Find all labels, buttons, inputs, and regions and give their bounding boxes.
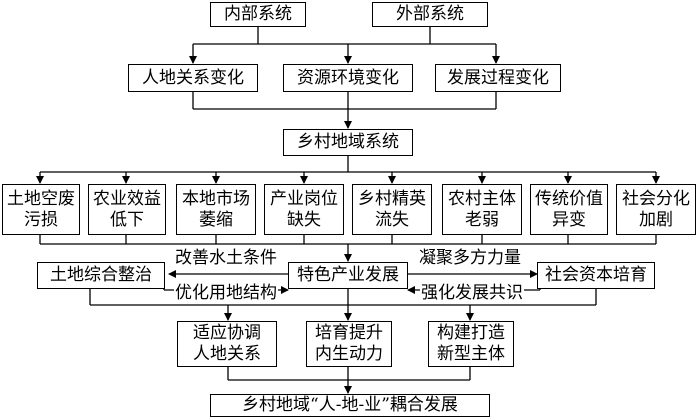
- problem-social-line2: 加剧: [639, 209, 673, 230]
- social-capital-box: 社会资本培育: [537, 262, 655, 289]
- problem-jobs-line1: 产业岗位: [270, 188, 338, 209]
- outcome-box-adapt: 适应协调人地关系: [177, 321, 277, 367]
- outcome-box-cultivate: 培育提升内生动力: [306, 321, 392, 367]
- resource-env-change-label: 资源环境变化: [297, 67, 399, 88]
- characteristic-industry-box: 特色产业发展: [288, 262, 408, 289]
- problem-agriculture-line2: 低下: [110, 209, 144, 230]
- problem-box-jobs: 产业岗位缺失: [264, 184, 344, 235]
- label-optimize-land: 优化用地结构: [174, 283, 278, 303]
- resource-env-change-box: 资源环境变化: [283, 64, 413, 92]
- label-gather-forces: 凝聚多方力量: [418, 248, 522, 268]
- problem-box-land: 土地空废污损: [2, 184, 80, 235]
- internal-system-label: 内部系统: [224, 4, 292, 24]
- human-land-change-box: 人地关系变化: [128, 64, 258, 92]
- problem-jobs-line2: 缺失: [287, 209, 321, 230]
- problem-box-market: 本地市场萎缩: [176, 184, 256, 235]
- problem-social-line1: 社会分化: [622, 188, 690, 209]
- internal-system-box: 内部系统: [210, 2, 306, 27]
- problem-agriculture-line1: 农业效益: [93, 188, 161, 209]
- external-system-label: 外部系统: [396, 4, 464, 24]
- land-consolidation-label: 土地综合整治: [50, 265, 152, 285]
- outcome-box-construct: 构建打造新型主体: [428, 321, 514, 367]
- problem-values-line1: 传统价值: [535, 188, 603, 209]
- problem-land-line2: 污损: [24, 209, 58, 230]
- external-system-box: 外部系统: [372, 2, 488, 27]
- problem-box-subject: 农村主体老弱: [442, 184, 522, 235]
- outcome-cultivate-line2: 内生动力: [315, 344, 383, 364]
- problem-elite-line2: 流失: [375, 209, 409, 230]
- problem-box-social: 社会分化加剧: [616, 184, 696, 235]
- rural-system-box: 乡村地域系统: [283, 129, 413, 156]
- problem-elite-line1: 乡村精英: [358, 188, 426, 209]
- label-strengthen-consensus: 强化发展共识: [420, 283, 524, 303]
- characteristic-industry-label: 特色产业发展: [297, 265, 399, 285]
- outcome-adapt-line1: 适应协调: [193, 323, 261, 343]
- outcome-construct-line1: 构建打造: [437, 323, 505, 343]
- outcome-construct-line2: 新型主体: [437, 344, 505, 364]
- social-capital-label: 社会资本培育: [545, 265, 647, 285]
- problem-values-line2: 异变: [552, 209, 586, 230]
- outcome-cultivate-line1: 培育提升: [315, 323, 383, 343]
- problem-box-values: 传统价值异变: [530, 184, 608, 235]
- label-improve-water-soil: 改善水土条件: [174, 248, 278, 268]
- goal-box: 乡村地域“人-地-业”耦合发展: [210, 394, 490, 417]
- outcome-adapt-line2: 人地关系: [193, 344, 261, 364]
- development-change-box: 发展过程变化: [435, 64, 561, 92]
- problem-land-line1: 土地空废: [7, 188, 75, 209]
- development-change-label: 发展过程变化: [447, 67, 549, 88]
- problem-subject-line1: 农村主体: [448, 188, 516, 209]
- human-land-change-label: 人地关系变化: [142, 67, 244, 88]
- problem-market-line1: 本地市场: [182, 188, 250, 209]
- land-consolidation-box: 土地综合整治: [37, 262, 165, 289]
- problem-subject-line2: 老弱: [465, 209, 499, 230]
- goal-label: 乡村地域“人-地-业”耦合发展: [242, 395, 458, 415]
- rural-system-label: 乡村地域系统: [297, 132, 399, 152]
- problem-market-line2: 萎缩: [199, 209, 233, 230]
- problem-box-elite: 乡村精英流失: [352, 184, 432, 235]
- problem-box-agriculture: 农业效益低下: [88, 184, 166, 235]
